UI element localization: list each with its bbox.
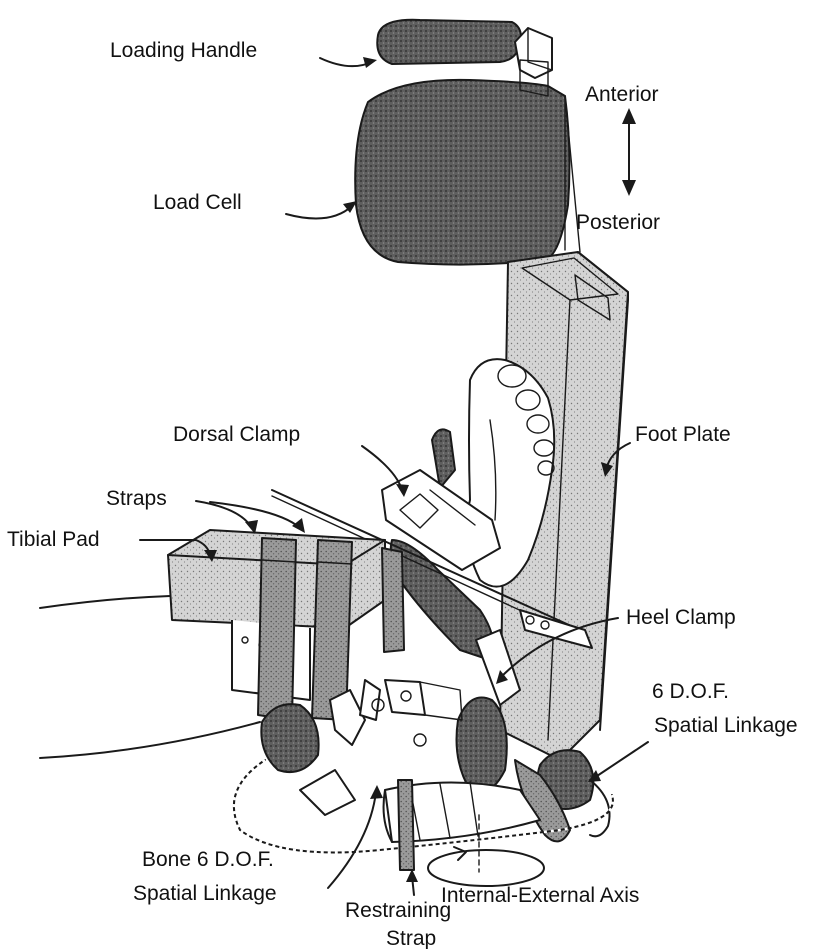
loading-handle bbox=[377, 20, 552, 78]
label-internal-external-axis: Internal-External Axis bbox=[441, 884, 639, 907]
label-loading-handle: Loading Handle bbox=[110, 39, 257, 62]
label-restraining-line1: Restraining bbox=[345, 899, 451, 922]
straps bbox=[258, 538, 404, 720]
label-posterior: Posterior bbox=[576, 211, 660, 234]
label-foot-plate: Foot Plate bbox=[635, 423, 731, 446]
label-load-cell: Load Cell bbox=[153, 191, 242, 214]
label-six-dof-line2: Spatial Linkage bbox=[654, 714, 798, 737]
restraining-strap bbox=[398, 780, 414, 870]
label-dorsal-clamp: Dorsal Clamp bbox=[173, 423, 300, 446]
label-restraining-line2: Strap bbox=[386, 927, 436, 949]
load-cell bbox=[355, 60, 580, 265]
label-anterior: Anterior bbox=[585, 83, 659, 106]
label-straps: Straps bbox=[106, 487, 167, 510]
foot-spatial-linkage bbox=[515, 750, 610, 841]
label-heel-clamp: Heel Clamp bbox=[626, 606, 736, 629]
label-bone-line2: Spatial Linkage bbox=[133, 882, 277, 905]
label-six-dof-line1: 6 D.O.F. bbox=[652, 680, 729, 703]
anterior-posterior-arrow bbox=[622, 108, 636, 196]
label-bone-line1: Bone 6 D.O.F. bbox=[142, 848, 274, 871]
label-tibial-pad: Tibial Pad bbox=[7, 528, 100, 551]
